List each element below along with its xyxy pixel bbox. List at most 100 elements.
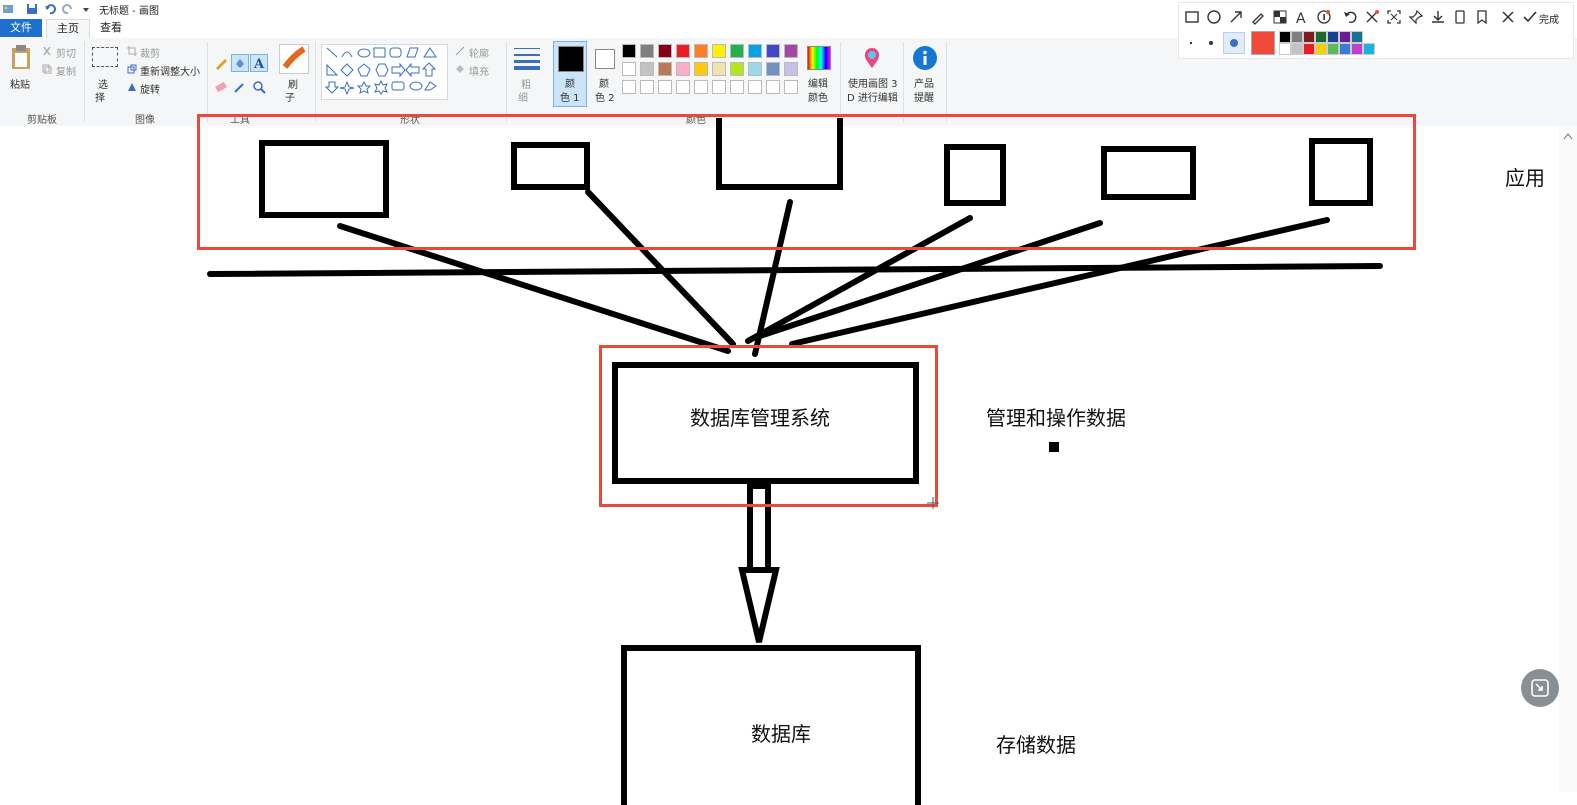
outline-button[interactable]: 轮廓 [469,49,489,60]
stroke-medium-dot[interactable] [1209,41,1213,45]
annotation-color-swatch[interactable] [1363,43,1375,55]
palette-swatch[interactable] [676,62,690,76]
copy-icon[interactable] [42,64,52,77]
rotate-button[interactable]: 旋转 [140,85,160,96]
cut-icon[interactable] [42,46,52,59]
color2-button[interactable] [595,49,615,69]
product-alert-label-2[interactable]: 提醒 [914,93,934,104]
color1-button[interactable] [553,41,587,107]
annotation-color-swatch[interactable] [1327,43,1339,55]
magnifier-icon[interactable] [252,80,266,97]
crop-icon[interactable] [127,46,137,59]
circle-tool-icon[interactable] [1206,9,1222,25]
outline-icon[interactable] [455,46,465,59]
check-icon[interactable] [1522,9,1538,25]
palette-swatch[interactable] [640,80,654,94]
text-icon[interactable]: A [250,54,268,72]
scroll-capture-icon[interactable] [1364,9,1380,25]
size-icon[interactable] [513,46,541,70]
pin-icon[interactable] [1408,9,1424,25]
brushes-label-1[interactable]: 刷 [288,80,298,91]
palette-swatch[interactable] [622,62,636,76]
edit-colors-label-b[interactable]: 颜色 [808,93,828,104]
palette-swatch[interactable] [784,80,798,94]
pencil-icon[interactable] [214,56,228,73]
info-icon[interactable] [912,45,938,74]
fill-icon[interactable] [231,54,249,72]
color-palette[interactable] [622,44,802,98]
palette-swatch[interactable] [694,44,708,58]
stroke-small-dot[interactable] [1190,42,1192,44]
copy-button[interactable]: 复制 [56,67,76,78]
resize-icon[interactable] [127,64,137,77]
palette-swatch[interactable] [748,80,762,94]
annotation-color-swatch[interactable] [1351,43,1363,55]
done-button[interactable]: 完成 [1539,15,1559,26]
shapes-icons[interactable] [322,45,447,99]
edit-colors-icon[interactable] [807,46,831,70]
palette-swatch[interactable] [712,62,726,76]
eraser-icon[interactable] [214,80,228,97]
palette-swatch[interactable] [748,62,762,76]
fill-bucket-icon[interactable] [455,64,465,77]
palette-swatch[interactable] [784,62,798,76]
close-icon[interactable] [1500,9,1516,25]
select-label-2[interactable]: 择 [95,93,105,104]
palette-swatch[interactable] [658,44,672,58]
annotation-color-swatch[interactable] [1303,43,1315,55]
brushes-label-2[interactable]: 子 [285,93,295,104]
text-tool-icon[interactable]: A [1294,9,1310,27]
vertical-scrollbar[interactable] [1559,126,1577,792]
palette-swatch[interactable] [658,80,672,94]
palette-swatch[interactable] [622,80,636,94]
expand-button[interactable] [1521,669,1559,707]
color-picker-icon[interactable] [233,80,247,97]
resize-handle-icon[interactable] [927,497,939,512]
bookmark-icon[interactable] [1474,9,1490,25]
customize-qa-icon[interactable] [80,3,92,15]
annotation-color-swatch[interactable] [1339,43,1351,55]
annotation-color-swatch[interactable] [1303,31,1315,43]
palette-swatch[interactable] [658,62,672,76]
annotation-color-swatch[interactable] [1339,31,1351,43]
annotation-color-swatch[interactable] [1315,43,1327,55]
palette-swatch[interactable] [766,62,780,76]
redo-icon[interactable] [62,3,74,15]
annotation-color-swatch[interactable] [1315,31,1327,43]
product-alert-label-1[interactable]: 产品 [914,79,934,90]
save-icon[interactable] [26,3,38,15]
palette-swatch[interactable] [712,44,726,58]
annotation-color-swatch[interactable] [1291,43,1303,55]
palette-swatch[interactable] [730,80,744,94]
annotation-color-palette[interactable] [1279,31,1379,55]
mosaic-tool-icon[interactable] [1272,9,1288,25]
arrow-tool-icon[interactable] [1228,9,1244,25]
undo-icon[interactable] [1342,9,1358,25]
crop-button[interactable]: 裁剪 [140,49,160,60]
ocr-icon[interactable] [1386,9,1402,25]
paint3d-icon[interactable] [861,46,883,73]
palette-swatch[interactable] [730,44,744,58]
scroll-up-icon[interactable] [1563,130,1573,143]
rotate-icon[interactable] [127,82,137,95]
palette-swatch[interactable] [712,80,726,94]
palette-swatch[interactable] [766,80,780,94]
pen-tool-icon[interactable] [1250,9,1266,25]
download-icon[interactable] [1430,9,1446,25]
resize-button[interactable]: 重新调整大小 [140,67,200,78]
paint3d-label-1[interactable]: 使用画图 3 [848,79,898,90]
palette-swatch[interactable] [676,80,690,94]
tab-file[interactable]: 文件 [0,19,42,37]
annotation-color-swatch[interactable] [1279,43,1291,55]
annotation-color-swatch[interactable] [1279,31,1291,43]
palette-swatch[interactable] [640,44,654,58]
annotation-color-swatch[interactable] [1351,31,1363,43]
annotation-color-swatch[interactable] [1327,31,1339,43]
fill-button[interactable]: 填充 [469,67,489,78]
tab-home[interactable]: 主页 [46,19,90,38]
palette-swatch[interactable] [622,44,636,58]
palette-swatch[interactable] [694,62,708,76]
undo-icon[interactable] [44,3,56,15]
palette-swatch[interactable] [730,62,744,76]
palette-swatch[interactable] [784,44,798,58]
